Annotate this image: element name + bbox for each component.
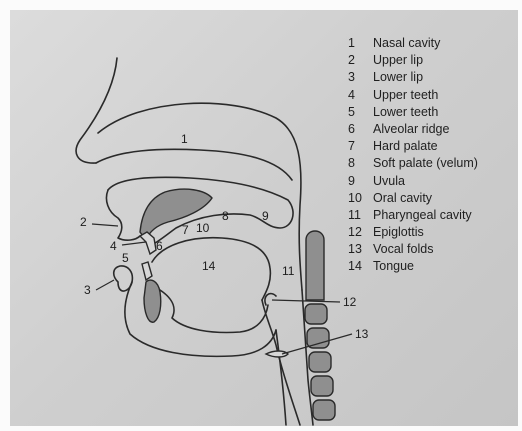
diagram-number-7: 7 (182, 223, 189, 237)
legend-label: Upper teeth (373, 88, 438, 102)
diagram-number-12: 12 (343, 295, 357, 309)
diagram-number-4: 4 (110, 239, 117, 253)
diagram-number-5: 5 (122, 251, 129, 265)
legend-number: 1 (348, 35, 373, 52)
spine-column (306, 231, 324, 300)
diagram-number-1: 1 (181, 132, 188, 146)
diagram-number-2: 2 (80, 215, 87, 229)
vertebra-4 (311, 376, 333, 396)
legend-number: 12 (348, 224, 373, 241)
leader-line-2 (92, 224, 118, 226)
legend-number: 5 (348, 104, 373, 121)
pharynx-front (262, 300, 300, 425)
diagram-number-9: 9 (262, 209, 269, 223)
diagram-number-10: 10 (196, 221, 210, 235)
legend-label: Pharyngeal cavity (373, 208, 472, 222)
jaw-bone (144, 280, 161, 322)
legend-label: Tongue (373, 259, 414, 273)
leader-line-4 (122, 242, 146, 245)
legend-number: 10 (348, 190, 373, 207)
diagram-number-14: 14 (202, 259, 216, 273)
legend-label: Lower teeth (373, 105, 438, 119)
upper-lip-shape (106, 190, 140, 240)
legend-label: Oral cavity (373, 191, 432, 205)
legend-label: Soft palate (velum) (373, 156, 478, 170)
legend-number: 3 (348, 69, 373, 86)
legend-number: 2 (348, 52, 373, 69)
diagram-number-13: 13 (355, 327, 369, 341)
legend-number: 6 (348, 121, 373, 138)
diagram-number-6: 6 (156, 239, 163, 253)
epiglottis-shape (265, 294, 276, 305)
floor-of-mouth (160, 290, 268, 332)
legend-label: Epiglottis (373, 225, 424, 239)
legend-label: Alveolar ridge (373, 122, 449, 136)
leader-line-3 (96, 280, 114, 290)
legend-number: 13 (348, 241, 373, 258)
vertebra-2 (307, 328, 329, 348)
vertebra-3 (309, 352, 331, 372)
nose-outline (76, 58, 117, 163)
diagram-number-11: 11 (282, 264, 295, 278)
vertebra-5 (313, 400, 335, 420)
legend-number: 9 (348, 173, 373, 190)
vocal-folds-shape (266, 351, 288, 357)
diagram-number-8: 8 (222, 209, 229, 223)
legend-number: 14 (348, 258, 373, 275)
legend-label: Uvula (373, 174, 405, 188)
legend-number: 7 (348, 138, 373, 155)
diagram-number-3: 3 (84, 283, 91, 297)
legend-number: 4 (348, 87, 373, 104)
legend-label: Lower lip (373, 70, 423, 84)
legend-number: 11 (348, 207, 373, 224)
legend-label: Hard palate (373, 139, 438, 153)
legend-label: Upper lip (373, 53, 423, 67)
lower-teeth-shape (142, 262, 152, 280)
legend-label: Vocal folds (373, 242, 433, 256)
vertebra-1 (305, 304, 327, 324)
legend-label: Nasal cavity (373, 36, 440, 50)
nasal-cavity-outline (96, 149, 292, 180)
legend-number: 8 (348, 155, 373, 172)
